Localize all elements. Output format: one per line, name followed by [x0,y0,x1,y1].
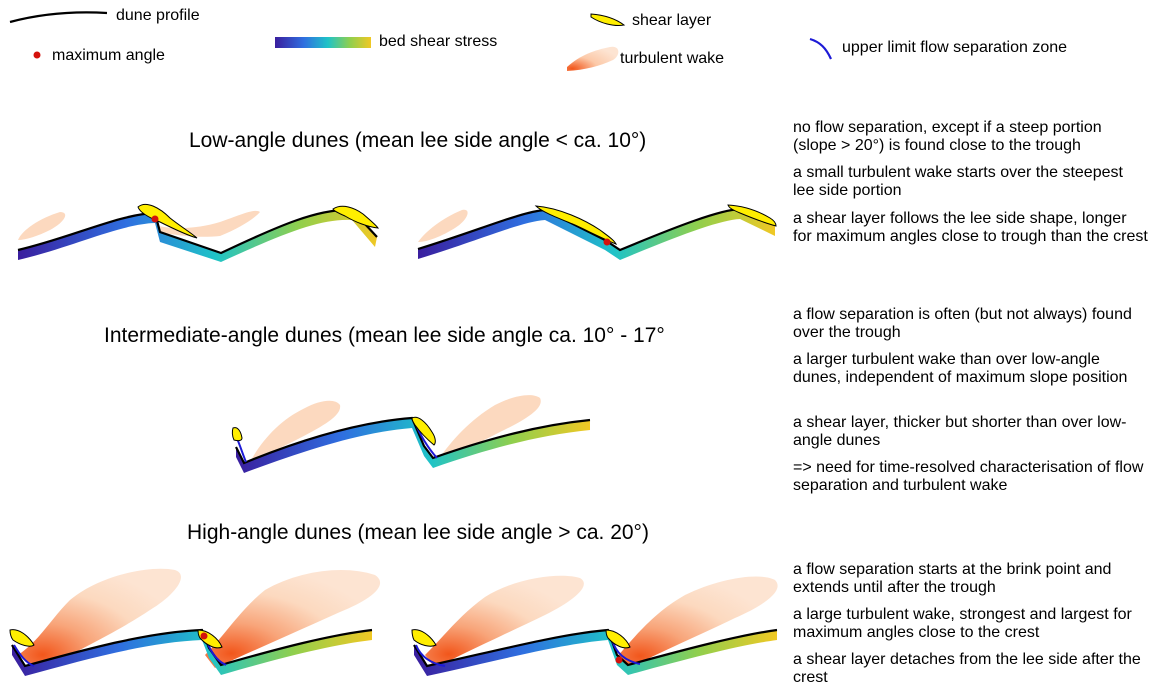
legend-turbulent-wake-shape [567,46,619,71]
legend-bed-shear-stress-label: bed shear stress [379,33,498,50]
low-angle-note-2: a small turbulent wake starts over the s… [793,164,1123,199]
maximum-angle-dot [200,632,208,640]
legend-shear-layer-shape [590,13,626,26]
maximum-angle-dot [151,215,159,223]
shear-layer [332,205,380,229]
shear-layer [534,205,618,245]
turbulent-wake [205,570,381,668]
shear-layer [137,203,198,239]
legend-shear-layer-label: shear layer [632,12,712,29]
intermediate-note-1: a flow separation is often (but not alwa… [793,306,1132,341]
separation-line [415,644,446,667]
legend-maximum-angle-dot [33,51,41,59]
high-angle-dune-left [9,568,381,676]
shear-layer [9,629,35,647]
maximum-angle-dot [603,238,611,246]
intermediate-note-3: a shear layer, thicker but shorter than … [793,414,1127,449]
shear-layer [727,204,777,227]
low-angle-dune-left [17,203,380,262]
turbulent-wake [418,209,468,242]
legend-dune-profile-label: dune profile [116,7,200,24]
legend [9,11,833,71]
turbulent-wake [425,575,584,668]
maximum-angle-dot [615,656,623,664]
bed-shear-stress-band [12,630,372,676]
shear-layer [197,629,223,649]
section-title-intermediate-angle: Intermediate-angle dunes (mean lee side … [104,324,665,347]
shear-layer [231,427,243,442]
bed-shear-stress-band [236,418,590,473]
turbulent-wake [616,576,778,670]
turbulent-wake [250,400,341,462]
shear-layer [605,629,631,649]
low-angle-dune-right [417,204,777,260]
high-angle-note-1: a flow separation starts at the brink po… [793,561,1112,596]
shear-layer [411,416,436,446]
high-angle-dune-right [411,575,778,676]
section-title-high-angle: High-angle dunes (mean lee side angle > … [187,521,649,544]
intermediate-note-2: a larger turbulent wake than over low-an… [793,351,1128,386]
legend-bed-shear-stress-bar [275,37,371,48]
dune-profile-line [417,207,776,252]
legend-dune-profile-line [9,11,108,24]
legend-upper-limit-label: upper limit flow separation zone [842,39,1068,56]
separation-line [13,644,35,667]
legend-maximum-angle-label: maximum angle [52,47,165,64]
intermediate-angle-dunes [231,395,591,473]
low-angle-note-1: no flow separation, except if a steep po… [793,119,1102,154]
dune-profile-line [17,208,378,255]
section-title-low-angle: Low-angle dunes (mean lee side angle < c… [189,129,647,152]
high-angle-note-2: a large turbulent wake, strongest and la… [793,606,1132,641]
intermediate-note-4: => need for time-resolved characterisati… [793,459,1144,494]
legend-separation-line [809,37,833,60]
legend-turbulent-wake-label: turbulent wake [620,50,725,67]
bed-shear-stress-band [418,209,775,260]
turbulent-wake [18,212,66,240]
turbulent-wake [438,395,541,460]
high-angle-note-3: a shear layer detaches from the lee side… [793,651,1141,686]
low-angle-note-3: a shear layer follows the lee side shape… [793,210,1148,245]
turbulent-wake [18,568,181,670]
shear-layer [411,629,437,647]
